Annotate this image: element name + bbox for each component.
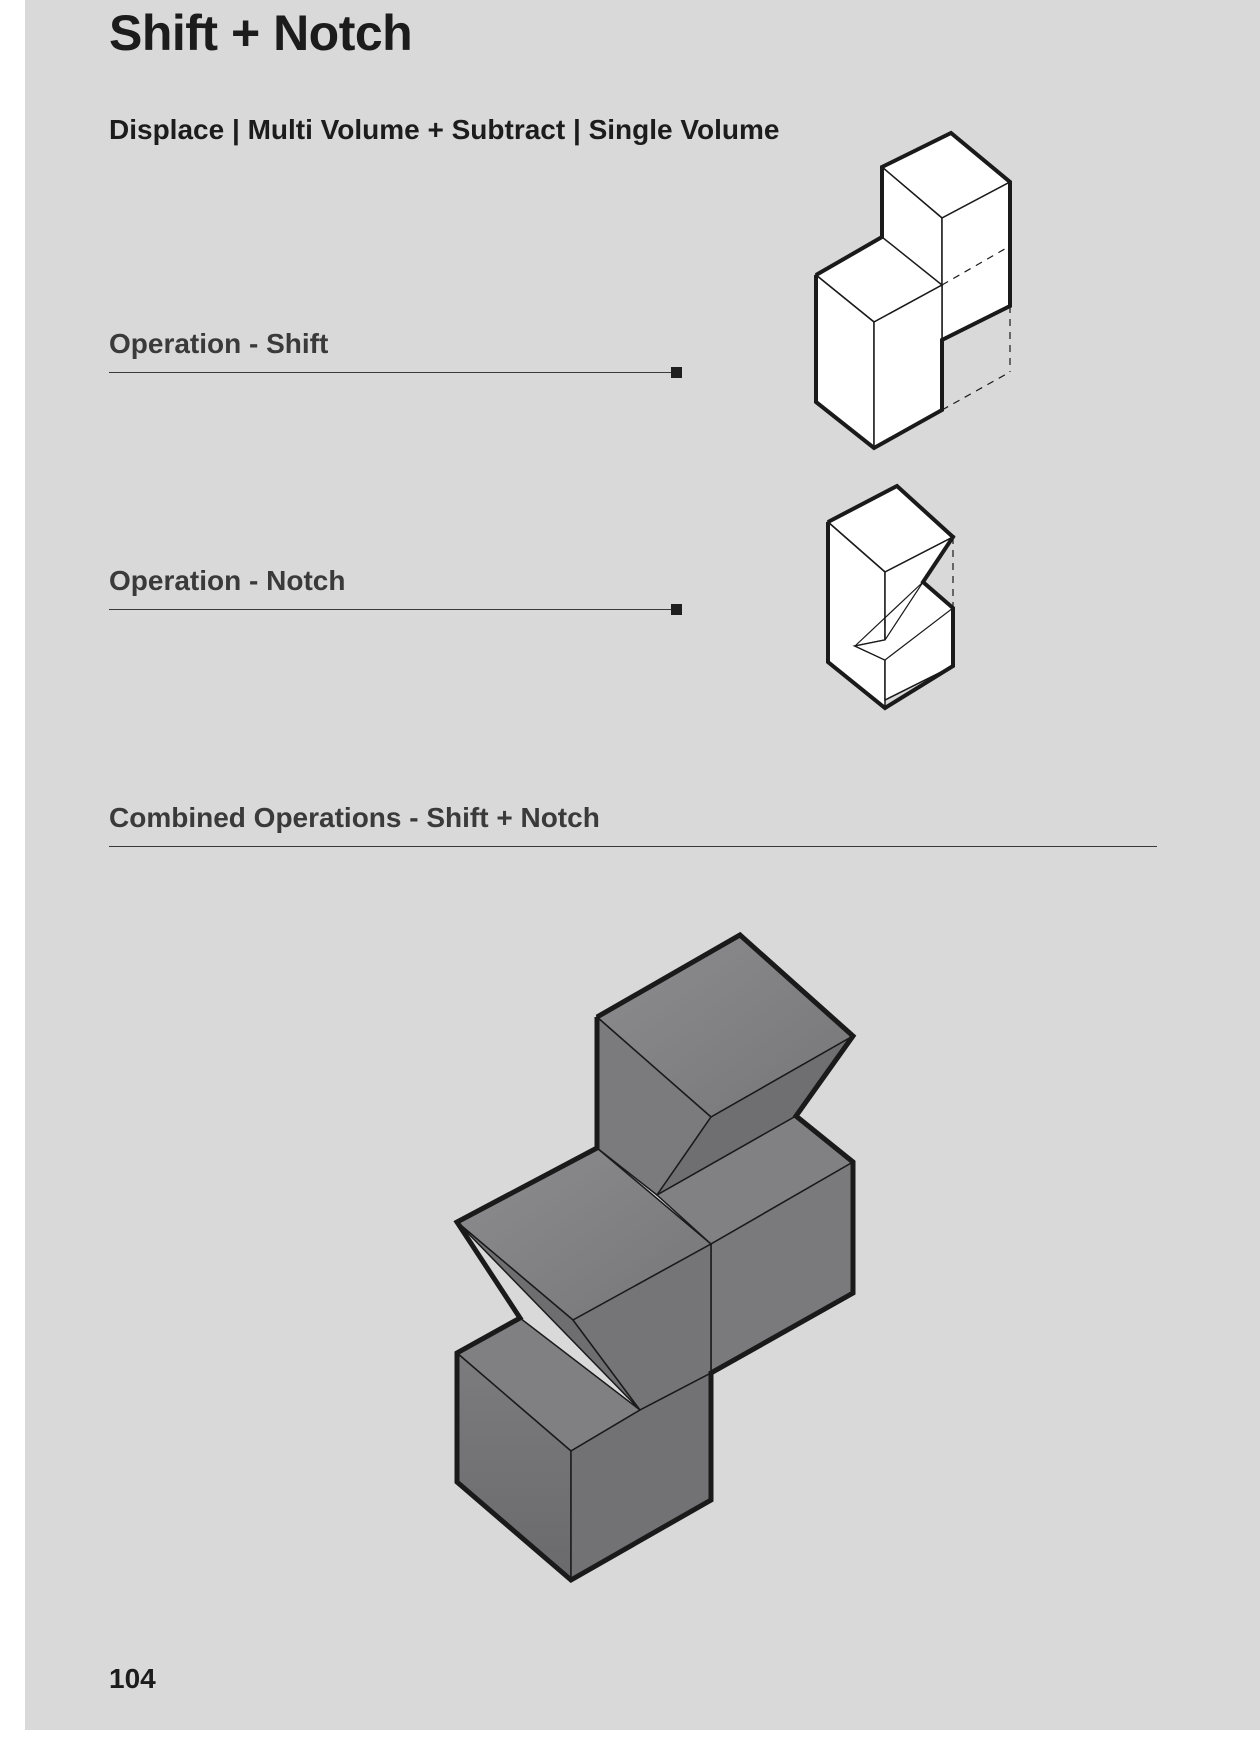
page-title: Shift + Notch: [109, 5, 413, 61]
operation-notch-rule-end-marker: [671, 604, 682, 615]
combined-operations-rule: [109, 846, 1157, 847]
combined-outline: [453, 931, 857, 1584]
page-number: 104: [109, 1663, 156, 1694]
operation-shift-label: Operation - Shift: [109, 328, 329, 359]
operation-shift-rule: [109, 372, 677, 373]
operation-notch-rule: [109, 609, 677, 610]
notch-hidden-edges: [884, 537, 954, 640]
page-sheet: Shift + Notch Displace | Multi Volume + …: [25, 0, 1260, 1730]
operation-notch-label: Operation - Notch: [109, 565, 346, 596]
combined-operations-label: Combined Operations - Shift + Notch: [109, 802, 600, 833]
shift-diagram: [453, 130, 1012, 1584]
combined-volume: [455, 934, 855, 1582]
shift-hidden-edges: [941, 245, 1011, 411]
operation-shift-rule-end-marker: [671, 367, 682, 378]
page-subtitle: Displace | Multi Volume + Subtract | Sin…: [109, 114, 780, 145]
shift-outline: [814, 130, 1012, 451]
notch-outline: [826, 483, 956, 711]
